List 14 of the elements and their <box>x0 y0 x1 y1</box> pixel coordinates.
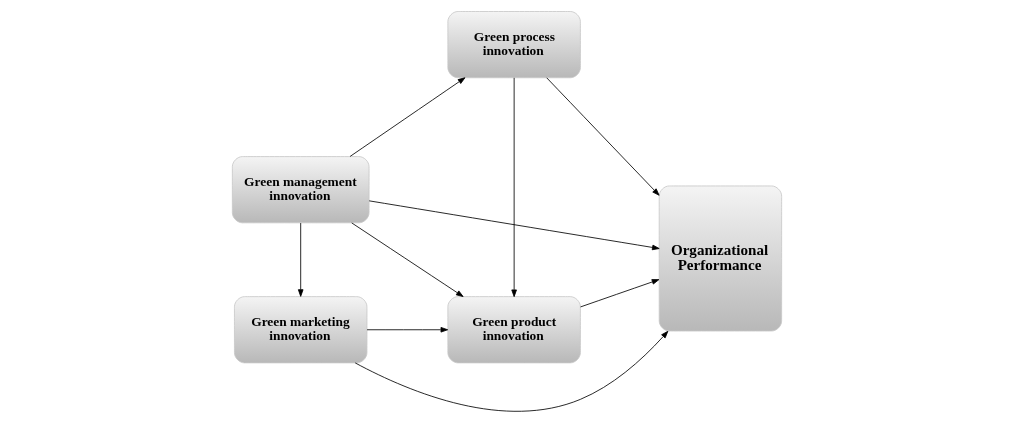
arrow <box>349 77 465 157</box>
node-box: Green process innovation <box>446 11 581 79</box>
node-box: Green marketing innovation <box>233 296 367 364</box>
arrow <box>579 279 659 308</box>
arrow <box>297 222 303 297</box>
arrow <box>354 330 668 412</box>
arrow <box>368 200 660 251</box>
node-box: Green management innovation <box>231 156 369 224</box>
arrow <box>545 77 659 196</box>
arrow <box>350 222 464 297</box>
node-box: Green product innovation <box>446 296 581 364</box>
arrow <box>510 77 517 298</box>
arrow <box>366 327 448 333</box>
node-box: Organizational Performance <box>658 185 782 332</box>
